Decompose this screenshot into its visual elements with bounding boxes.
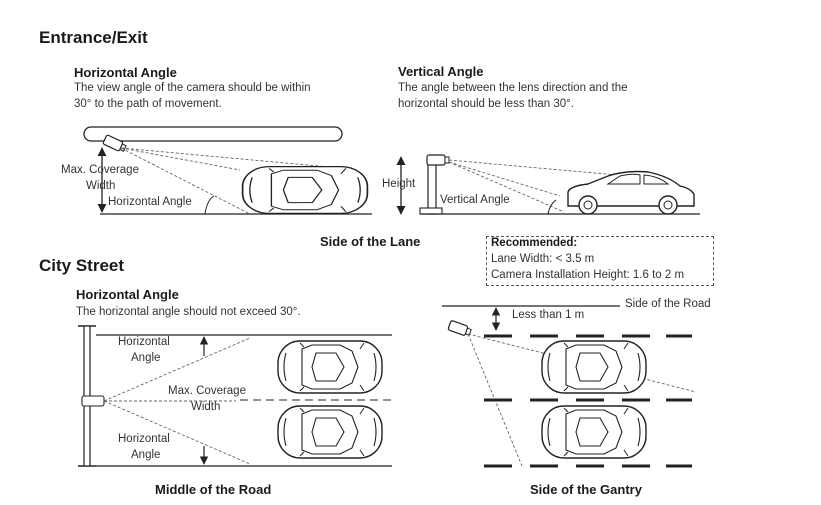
bottom-angle-label-1: Horizontal	[118, 433, 170, 445]
middle-road-illustration	[78, 325, 392, 467]
horizontal-angle-label: Horizontal Angle	[108, 196, 192, 208]
entrance-vertical-illustration	[396, 154, 700, 215]
car-top-icon	[277, 340, 383, 394]
horizontal-angle-heading: Horizontal Angle	[74, 65, 177, 80]
vertical-angle-heading: Vertical Angle	[398, 64, 484, 79]
city-horizontal-heading: Horizontal Angle	[76, 287, 179, 302]
gantry-illustration	[442, 305, 697, 468]
camera-pole	[427, 163, 437, 215]
car-top-icon	[277, 405, 383, 459]
distance-label: Less than 1 m	[512, 309, 585, 321]
camera-icon	[426, 154, 450, 166]
city-street-title: City Street	[39, 256, 125, 275]
entrance-horizontal-illustration	[83, 126, 372, 215]
top-angle-label-1: Horizontal	[118, 336, 170, 348]
max-coverage-label-2: Width	[86, 180, 116, 192]
top-angle-label-2: Angle	[131, 352, 161, 364]
car-top-icon	[541, 340, 647, 394]
gantry-caption: Side of the Gantry	[530, 482, 642, 497]
city-horizontal-desc: The horizontal angle should not exceed 3…	[76, 306, 301, 318]
middle-road-caption: Middle of the Road	[155, 482, 272, 497]
recommended-box	[486, 236, 714, 286]
vertical-angle-desc-1: The angle between the lens direction and…	[398, 82, 628, 94]
car-side-icon	[567, 170, 695, 215]
car-top-icon	[541, 405, 647, 459]
vertical-angle-desc-2: horizontal should be less than 30°.	[398, 98, 574, 110]
install-height-text: Camera Installation Height: 1.6 to 2 m	[491, 269, 685, 281]
horizontal-angle-desc-2: 30° to the path of movement.	[74, 98, 222, 110]
bottom-angle-label-2: Angle	[131, 449, 161, 461]
height-label: Height	[382, 178, 416, 190]
vertical-angle-label: Vertical Angle	[440, 194, 510, 206]
coverage-label-2: Width	[191, 401, 221, 413]
max-coverage-label: Max. Coverage	[61, 164, 139, 176]
horizontal-angle-desc-1: The view angle of the camera should be w…	[74, 82, 311, 94]
lane-width-text: Lane Width: < 3.5 m	[491, 253, 595, 265]
recommended-title: Recommended:	[491, 237, 578, 249]
side-of-lane-caption: Side of the Lane	[320, 234, 421, 249]
barrier-bar	[83, 126, 343, 142]
coverage-label-1: Max. Coverage	[168, 385, 246, 397]
road-side-label: Side of the Road	[625, 298, 711, 310]
car-top-icon	[241, 165, 369, 215]
entrance-section-title: Entrance/Exit	[39, 28, 148, 47]
